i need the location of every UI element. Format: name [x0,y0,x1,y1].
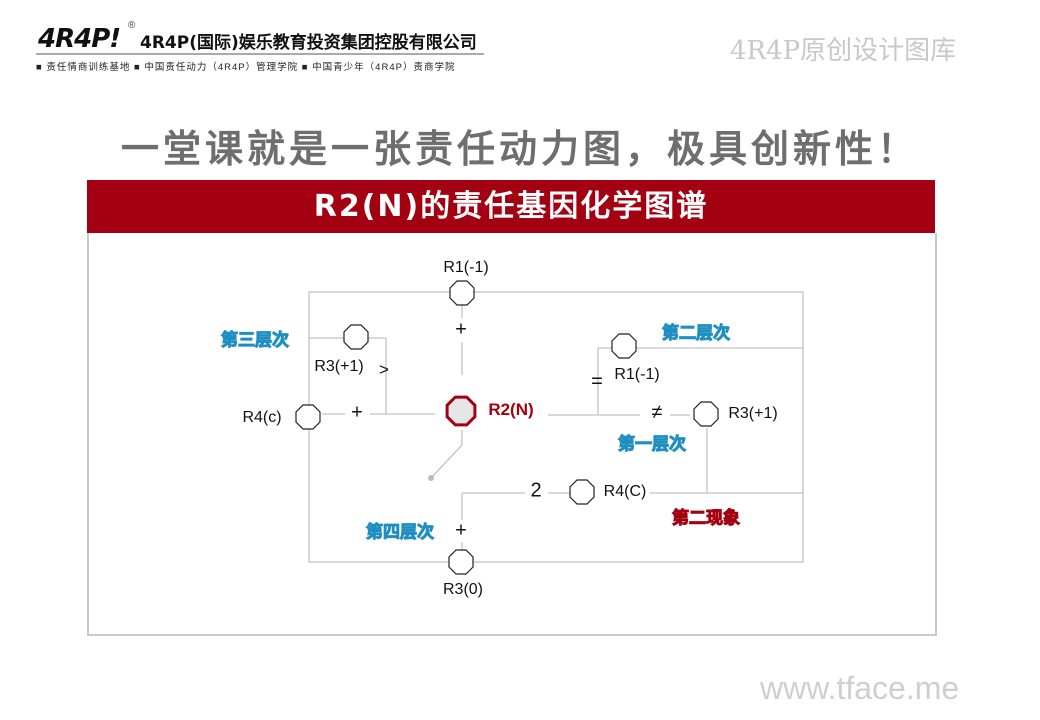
node-dot [428,475,434,481]
layer-label-third: 第三层次 [221,330,290,351]
header-subtitle: ■ 责任情商训练基地 ■ 中国责任动力（4R4P）管理学院 ■ 中国青少年（4R… [36,62,456,73]
node-label-top: R1(-1) [443,259,489,276]
header-divider [36,53,484,55]
octagon-node-bottom-mid [569,479,595,505]
node-label-right-upper: R1(-1) [614,366,660,383]
octagon-node-right [693,401,719,427]
logo: 4R4P! [38,24,121,54]
node-label-left-upper: R3(+1) [314,358,364,375]
operator-top: + [455,318,467,341]
node-label-center: R2(N) [488,400,534,419]
registered-mark: ® [128,20,136,31]
octagon-node-center [445,395,477,427]
watermark-bottom: www.tface.me [760,670,960,706]
node-label-right: R3(+1) [728,405,778,422]
headline: 一堂课就是一张责任动力图，极具创新性！ [120,127,919,171]
diagram-panel [87,233,937,636]
octagon-node-bottom [448,549,474,575]
operator-left-upper: > [379,360,389,379]
company-name: 4R4P(国际)娱乐教育投资集团控股有限公司 [140,33,477,53]
node-label-left: R4(c) [242,409,282,426]
watermark-top: 4R4P原创设计图库 [730,36,957,66]
layer-label-phenomenon: 第二现象 [672,508,741,529]
octagon-node-left [295,404,321,430]
operator-right: ≠ [651,401,663,424]
octagon-node-right-upper [611,333,637,359]
layer-label-fourth: 第四层次 [366,522,435,543]
operator-left: + [351,401,363,424]
octagon-node-left-upper [343,324,369,350]
octagon-node-top [449,280,475,306]
layer-label-second: 第二层次 [662,323,731,344]
operator-right-upper: = [591,370,603,393]
node-label-bottom: R3(0) [442,581,484,598]
node-label-bottom-mid: R4(C) [603,483,647,500]
title-banner: R2(N)的责任基因化学图谱 [87,180,935,233]
operator-bottom-mid: 2 [530,479,542,502]
operator-bottom: + [455,519,467,542]
layer-label-first: 第一层次 [618,434,687,455]
